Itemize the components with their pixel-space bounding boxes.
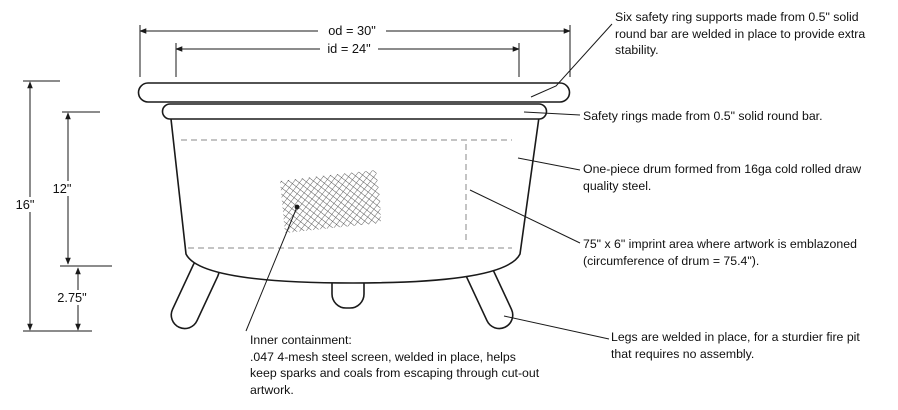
annotation-safety-rings: Safety rings made from 0.5" solid round … (583, 109, 823, 123)
annotation-legs: Legs are welded in place, for a sturdier… (611, 330, 860, 361)
safety-rings-leader-line (523, 111, 581, 116)
containment-title: Inner containment: (250, 333, 352, 347)
total-height-label: 16" (8, 197, 42, 212)
mesh-screen (280, 170, 381, 233)
containment-leader-line (245, 206, 298, 332)
top-rim (137, 82, 571, 103)
safety-ring (161, 103, 548, 120)
id-dimension-label: id = 24" (320, 41, 378, 56)
annotation-imprint: 75" x 6" imprint area where artwork is e… (583, 237, 857, 268)
containment-body: .047 4-mesh steel screen, welded in plac… (250, 349, 540, 397)
annotation-drum: One-piece drum formed from 16ga cold rol… (583, 162, 862, 193)
od-dimension-label: od = 30" (318, 23, 386, 38)
annotation-ring-supports: Six safety ring supports made from 0.5" … (615, 10, 866, 58)
legs-leader-line (503, 315, 610, 340)
imprint-leader-line (469, 189, 581, 244)
drum-height-label: 12" (46, 181, 78, 196)
containment-leader-dot (294, 204, 300, 210)
annotation-containment: Inner containment: .047 4-mesh steel scr… (250, 332, 540, 398)
leg-height-label: 2.75" (50, 290, 94, 305)
drum-leader-line (517, 157, 581, 171)
ring-supports-leader-line (530, 23, 613, 98)
